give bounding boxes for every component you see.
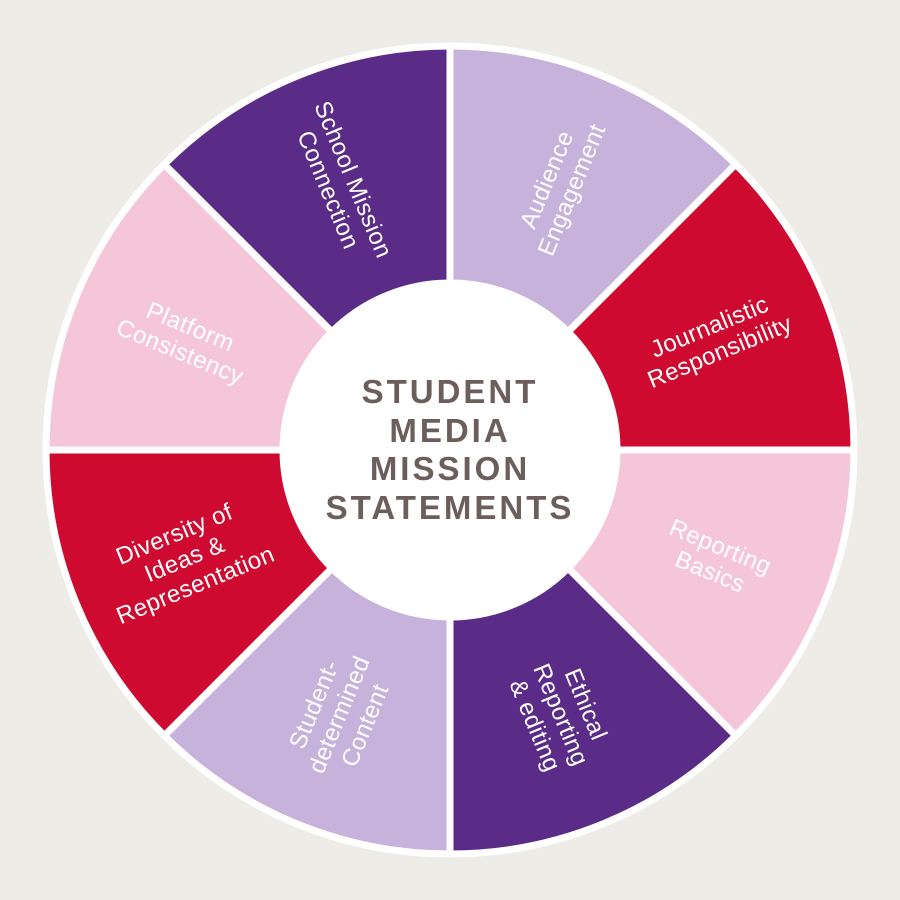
segment-school-mission-connection xyxy=(160,42,454,336)
segment-student-determined-content xyxy=(160,564,454,858)
segment-audience-engagement xyxy=(446,42,740,336)
segment-diversity-of-ideas-and-representation xyxy=(42,446,336,740)
wheel-center-title: STUDENT MEDIA MISSION STATEMENTS xyxy=(325,372,575,526)
segment-journalistic-responsibility xyxy=(564,160,858,454)
segment-reporting-basics xyxy=(564,446,858,740)
segment-platform-consistency xyxy=(42,160,336,454)
wheel-hub-circle xyxy=(277,277,623,623)
segment-ethical-reporting-and-editing xyxy=(446,564,740,858)
